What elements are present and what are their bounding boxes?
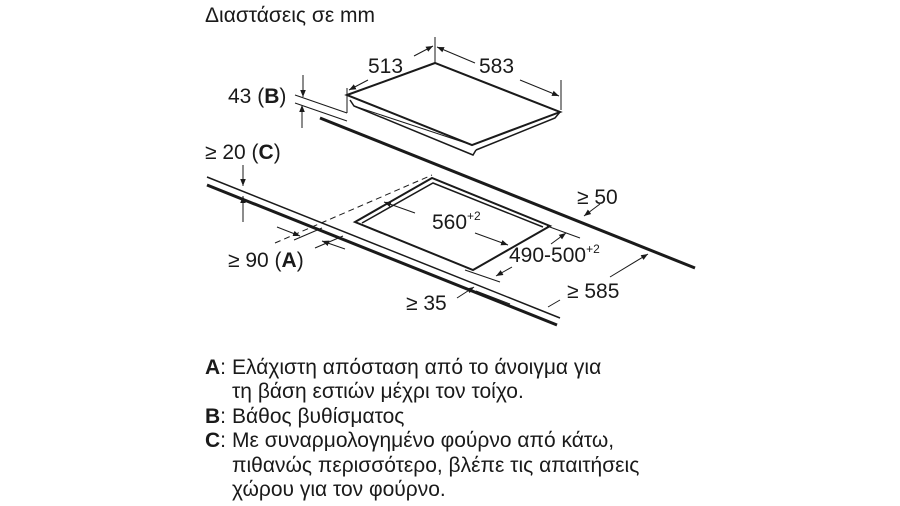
- dimension-lines: [240, 37, 649, 308]
- dim-hob-depth: 513: [368, 55, 403, 78]
- legend-item-c: C: Με συναρμολογημένο φούρνο από κάτω, π…: [205, 429, 640, 502]
- dim-front-edge-gap: ≥ 90 (A): [228, 249, 304, 272]
- page-title: Διαστάσεις σε mm: [205, 4, 376, 27]
- legend-key: B: [205, 404, 221, 428]
- legend-text: Με συναρμολογημένο φούρνο από κάτω, πιθα…: [232, 429, 640, 502]
- hob: [344, 61, 563, 156]
- dim-rear-gap: ≥ 50: [577, 186, 618, 209]
- dim-front-gap: ≥ 35: [406, 292, 447, 315]
- dim-wall-clearance: ≥ 20 (C): [205, 141, 281, 164]
- dim-hob-width: 583: [479, 55, 514, 78]
- dim-cutout-depth: 490-500+2: [509, 242, 600, 267]
- legend-text: Ελάχιστη απόσταση από το άνοιγμα για τη …: [232, 356, 602, 404]
- dim-worktop-depth: ≥ 585: [567, 280, 619, 303]
- legend-text: Βάθος βυθίσματος: [232, 404, 405, 428]
- legend-key: C: [205, 429, 221, 453]
- legend-item-a: A: Ελάχιστη απόσταση από το άνοιγμα για …: [205, 356, 602, 404]
- cutout: [274, 174, 553, 272]
- dim-hob-height: 43 (B): [228, 85, 286, 108]
- legend-key: A: [205, 356, 221, 379]
- dim-cutout-width: 560+2: [432, 209, 481, 234]
- worktop: [206, 94, 696, 327]
- legend-item-b: B: Βάθος βυθίσματος: [205, 404, 405, 428]
- legend: A: Ελάχιστη απόσταση από το άνοιγμα για …: [205, 356, 639, 502]
